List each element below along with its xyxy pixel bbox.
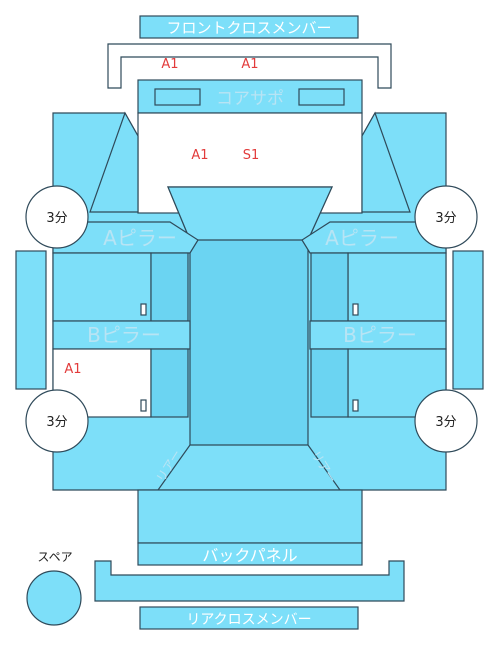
rear-window-frame	[156, 444, 342, 491]
a-pillar-left-label: Aピラー	[103, 226, 177, 250]
rear-door-left-handle	[140, 399, 147, 412]
core-mark-left: A1	[191, 148, 208, 163]
front-bracket[interactable]	[107, 43, 392, 89]
rear-door-right-pillar	[310, 348, 349, 418]
front-fender-right	[361, 111, 411, 213]
rear-door-left-pillar	[150, 348, 189, 418]
front-door-right-pillar	[310, 252, 349, 322]
back-panel-strip	[137, 542, 363, 566]
core-support-label: コアサポ	[216, 89, 284, 109]
wheel-front-right[interactable]	[414, 185, 478, 249]
rear-cross-member[interactable]	[139, 606, 359, 630]
back-panel-label: バックパネル	[202, 546, 297, 565]
front-door-left-pillar	[150, 252, 189, 322]
rear-bracket[interactable]	[94, 560, 405, 602]
core-mark-right: S1	[243, 148, 260, 163]
front-fender-left	[89, 111, 139, 213]
wheel-front-left[interactable]	[25, 185, 89, 249]
left-rear-door-mark: A1	[64, 362, 81, 377]
wheel-front-right-label: 3分	[435, 211, 456, 226]
b-pillar-right-label: Bピラー	[343, 323, 417, 347]
wheel-front-left-label: 3分	[46, 211, 67, 226]
spare-label: スペア	[37, 550, 72, 564]
back-panel[interactable]	[137, 489, 363, 544]
rear-door-right-handle	[352, 399, 359, 412]
front-door-left-handle	[140, 303, 147, 316]
wheel-rear-left-label: 3分	[46, 415, 67, 430]
windshield-frame	[167, 186, 333, 241]
wheel-rear-left[interactable]	[25, 389, 89, 453]
rear-cross-member-label: リアクロスメンバー	[186, 612, 311, 628]
front-door-right[interactable]	[347, 252, 447, 322]
front-member-mark-left: A1	[161, 57, 178, 72]
rocker-panel-left[interactable]	[15, 250, 47, 390]
spare-tire[interactable]	[26, 570, 82, 626]
wheel-rear-right[interactable]	[414, 389, 478, 453]
front-member-mark-right: A1	[241, 57, 258, 72]
front-door-right-handle	[352, 303, 359, 316]
core-support-right-slot	[298, 88, 345, 106]
b-pillar-left-label: Bピラー	[87, 323, 161, 347]
rocker-panel-right[interactable]	[452, 250, 484, 390]
front-cross-member[interactable]	[139, 15, 359, 39]
core-support-left-slot	[154, 88, 201, 106]
front-cross-member-label: フロントクロスメンバー	[166, 19, 331, 37]
front-door-left[interactable]	[52, 252, 152, 322]
a-pillar-right-label: Aピラー	[325, 226, 399, 250]
wheel-rear-right-label: 3分	[435, 415, 456, 430]
b-pillar-left[interactable]	[52, 320, 191, 350]
